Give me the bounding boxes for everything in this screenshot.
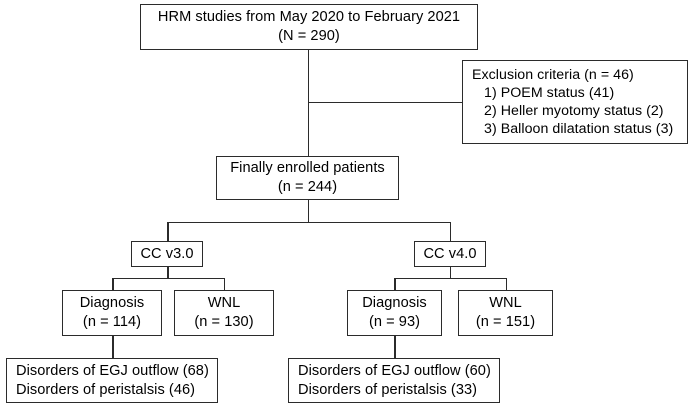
connector-v4-diagnosis-to-disorders bbox=[394, 336, 396, 358]
enrolled-line-2: (n = 244) bbox=[277, 179, 338, 195]
v4-diagnosis-line-2: (n = 93) bbox=[368, 314, 421, 330]
exclusion-line-1: Exclusion criteria (n = 46) bbox=[472, 67, 634, 83]
node-enrolled-patients: Finally enrolled patients (n = 244) bbox=[216, 156, 399, 200]
connector-v4-split-bar bbox=[394, 277, 507, 280]
node-v3-wnl: WNL (n = 130) bbox=[174, 290, 274, 336]
v4-wnl-line-2: (n = 151) bbox=[475, 314, 536, 330]
exclusion-line-4: 3) Balloon dilatation status (3) bbox=[484, 121, 674, 137]
connector-to-v4-diagnosis bbox=[394, 277, 396, 291]
v4-diagnosis-line-1: Diagnosis bbox=[362, 295, 427, 311]
v3-diagnosis-line-1: Diagnosis bbox=[79, 295, 145, 311]
v3-wnl-line-2: (n = 130) bbox=[194, 314, 254, 330]
connector-v3-diagnosis-to-disorders bbox=[112, 336, 114, 358]
node-cc-v3: CC v3.0 bbox=[131, 241, 203, 267]
node-v4-disorders: Disorders of EGJ outflow (60) Disorders … bbox=[288, 358, 500, 403]
connector-v3-split-bar bbox=[112, 277, 225, 280]
node-exclusion-criteria: Exclusion criteria (n = 46) 1) POEM stat… bbox=[462, 60, 688, 144]
v3-diagnosis-line-2: (n = 114) bbox=[82, 314, 142, 330]
v4-wnl-line-1: WNL bbox=[489, 295, 522, 311]
connector-to-v3-wnl bbox=[223, 277, 226, 291]
connector-to-cc-v4 bbox=[449, 221, 452, 242]
node-v3-diagnosis: Diagnosis (n = 114) bbox=[62, 290, 162, 336]
source-studies-line-2: (N = 290) bbox=[278, 28, 340, 44]
connector-cc-v4-down bbox=[449, 267, 452, 279]
connector-cc-split-bar bbox=[167, 221, 451, 224]
connector-to-cc-v3 bbox=[167, 221, 169, 242]
connector-cc-v3-down bbox=[167, 267, 169, 279]
v4-disorders-line-1: Disorders of EGJ outflow (60) bbox=[298, 362, 491, 379]
node-v4-diagnosis: Diagnosis (n = 93) bbox=[347, 290, 442, 336]
connector-enrolled-down bbox=[307, 200, 310, 223]
enrolled-line-1: Finally enrolled patients bbox=[230, 160, 385, 176]
exclusion-line-2: 1) POEM status (41) bbox=[484, 85, 615, 101]
cc-v3-label: CC v3.0 bbox=[140, 245, 194, 262]
node-v4-wnl: WNL (n = 151) bbox=[458, 290, 553, 336]
connector-to-v3-diagnosis bbox=[112, 277, 114, 291]
node-v3-disorders: Disorders of EGJ outflow (68) Disorders … bbox=[6, 358, 218, 403]
connector-to-exclusion bbox=[307, 101, 463, 104]
v4-disorders-line-2: Disorders of peristalsis (33) bbox=[298, 381, 478, 398]
cc-v4-label: CC v4.0 bbox=[423, 245, 477, 262]
v3-disorders-line-1: Disorders of EGJ outflow (68) bbox=[16, 362, 209, 379]
v3-disorders-line-2: Disorders of peristalsis (46) bbox=[16, 381, 196, 398]
connector-to-v4-wnl bbox=[505, 277, 508, 291]
v3-wnl-line-1: WNL bbox=[207, 295, 241, 311]
source-studies-line-1: HRM studies from May 2020 to February 20… bbox=[157, 9, 461, 25]
node-source-studies: HRM studies from May 2020 to February 20… bbox=[140, 4, 478, 50]
node-cc-v4: CC v4.0 bbox=[414, 241, 486, 267]
exclusion-line-3: 2) Heller myotomy status (2) bbox=[484, 103, 664, 119]
